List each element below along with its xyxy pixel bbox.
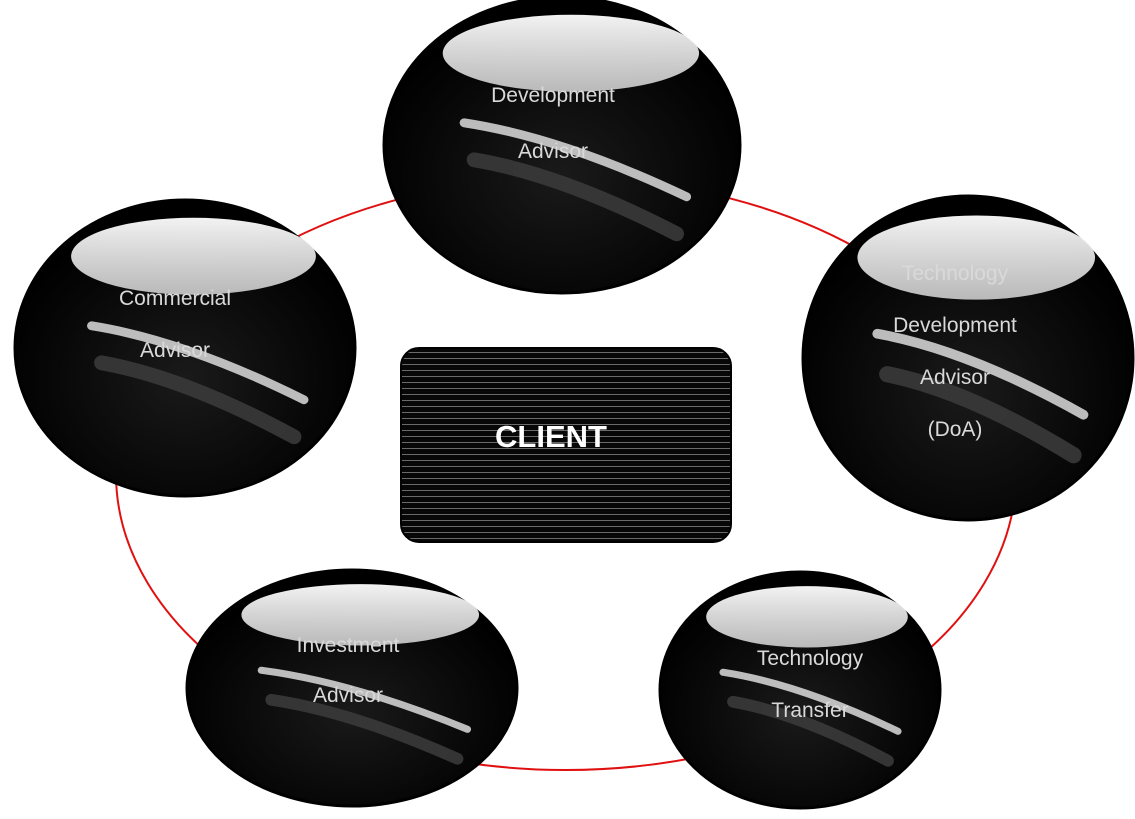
node-label-line: Technology [902, 262, 1009, 285]
node-label-line: Investment [297, 634, 400, 657]
node-label-line: Advisor [313, 684, 383, 707]
client-box: CLIENT [401, 348, 731, 542]
node-label-line: Advisor [920, 366, 990, 389]
node-label-line: Advisor [518, 140, 588, 163]
node-highlight [443, 15, 699, 92]
client-label: CLIENT [495, 419, 607, 454]
node-highlight [857, 215, 1095, 299]
node-label-line: (DoA) [928, 418, 983, 441]
node-highlight [706, 586, 908, 647]
node-label-line: Development [491, 84, 615, 107]
node-highlight [71, 218, 316, 295]
node-label-line: Commercial [119, 287, 231, 310]
node-label-line: Technology [757, 647, 864, 670]
node-label-line: Development [893, 314, 1017, 337]
node-label-line: Advisor [140, 339, 210, 362]
node-label-line: Transfer [771, 699, 848, 722]
